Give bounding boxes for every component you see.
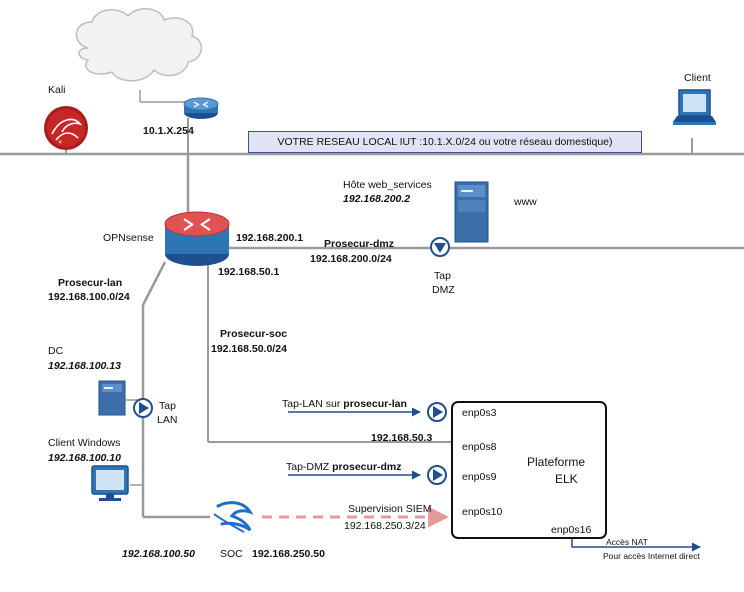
elk-soc-ip: 192.168.50.3 — [371, 432, 433, 444]
tap-icon-lan — [133, 398, 153, 418]
lan-line-diag — [141, 261, 167, 306]
siem-label: Supervision SIEM — [348, 503, 432, 515]
tap-dmz-net: prosecur-dmz — [332, 461, 402, 473]
lan-net-name: Prosecur-lan — [58, 277, 123, 289]
soc-label: SOC — [220, 548, 243, 560]
tap-lan-label-1: Tap — [159, 400, 176, 412]
elk-if-enp0s9: enp0s9 — [462, 471, 497, 483]
elk-platform-box: enp0s3 enp0s8 enp0s9 enp0s10 enp0s16 Pla… — [451, 401, 607, 539]
tap-icon-elk-dmz — [427, 465, 447, 485]
server-icon-dc — [98, 380, 126, 416]
nat-arrow — [571, 539, 701, 552]
router-icon — [183, 97, 219, 119]
soc-ip: 192.168.250.50 — [252, 548, 325, 560]
kali-label: Kali — [48, 84, 66, 96]
lan-net-addr: 192.168.100.0/24 — [48, 291, 130, 303]
server-icon-web — [454, 181, 489, 243]
tap-icon-elk-lan — [427, 402, 447, 422]
elk-if-enp0s10: enp0s10 — [462, 506, 503, 518]
dmz-net-name: Prosecur-dmz — [324, 238, 395, 250]
soc-logo-icon — [213, 495, 258, 539]
firewall-router-icon — [164, 211, 230, 266]
firewall-ip-dmz: 192.168.200.1 — [236, 232, 304, 244]
elk-title-1: Plateforme — [527, 455, 586, 469]
local-network-banner: VOTRE RESEAU LOCAL IUT :10.1.X.0/24 ou v… — [248, 131, 642, 153]
client-label: Client — [684, 72, 711, 84]
elk-title-2: ELK — [555, 472, 578, 486]
client-windows-label: Client Windows — [48, 437, 121, 449]
dmz-net-addr: 192.168.200.0/24 — [310, 253, 392, 265]
siem-ip: 192.168.250.3/24 — [344, 520, 426, 532]
firewall-name: OPNsense — [103, 232, 154, 244]
gateway-ip: 10.1.X.254 — [143, 125, 194, 137]
tap-lan-net: prosecur-lan — [343, 398, 407, 410]
elk-if-enp0s3: enp0s3 — [462, 407, 497, 419]
dc-ip: 192.168.100.13 — [48, 360, 121, 372]
tap-lan-prefix: Tap-LAN sur — [282, 398, 344, 410]
web-host-label: Hôte web_services — [343, 179, 432, 191]
client-windows-ip: 192.168.100.10 — [48, 452, 121, 464]
kali-logo-icon: « — [44, 106, 88, 150]
soc-lan-ip: 192.168.100.50 — [122, 548, 195, 560]
tap-dmz-prefix: Tap-DMZ — [286, 461, 333, 473]
svg-text:«: « — [58, 138, 62, 146]
web-service-label: www — [514, 196, 537, 208]
tap-dmz-label-2: DMZ — [432, 284, 455, 296]
dc-label: DC — [48, 345, 64, 357]
tap-icon-dmz — [430, 237, 450, 257]
soc-net-name: Prosecur-soc — [220, 328, 288, 340]
nat-sub-label: Pour accès Internet direct — [603, 551, 700, 561]
soc-net-addr: 192.168.50.0/24 — [211, 343, 287, 355]
laptop-icon — [673, 89, 716, 125]
cloud-icon — [75, 8, 202, 82]
elk-if-enp0s8: enp0s8 — [462, 441, 497, 453]
firewall-ip-soc: 192.168.50.1 — [218, 266, 280, 278]
nat-label: Accès NAT — [606, 537, 648, 547]
tap-lan-link-label: Tap-LAN sur prosecur-lan — [282, 398, 407, 410]
tap-dmz-label-1: Tap — [434, 270, 451, 282]
web-host-ip: 192.168.200.2 — [343, 193, 411, 205]
monitor-icon — [91, 465, 129, 501]
elk-if-enp0s16: enp0s16 — [551, 524, 592, 536]
tap-lan-label-2: LAN — [157, 414, 178, 426]
tap-dmz-link-label: Tap-DMZ prosecur-dmz — [286, 461, 402, 473]
